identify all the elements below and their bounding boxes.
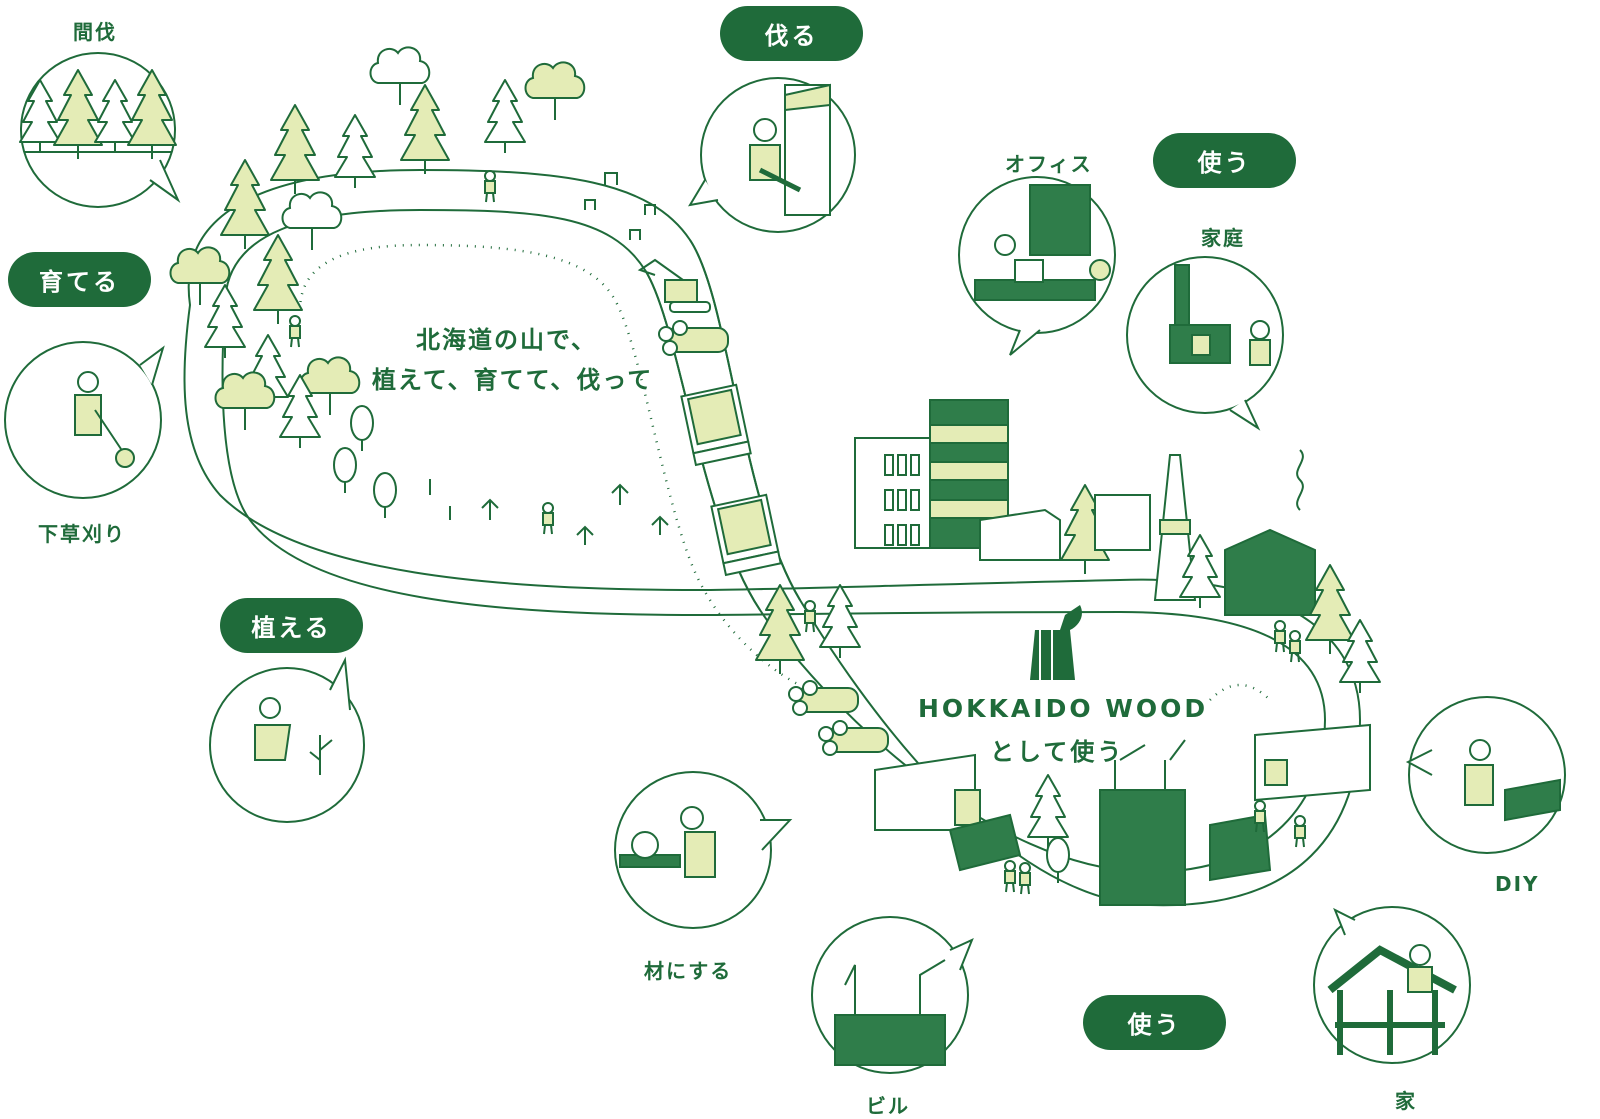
bubble-biru <box>811 916 974 1074</box>
bubble-kanbatsu <box>19 52 181 208</box>
label-katei: 家庭 <box>1201 226 1245 250</box>
label-zai: 材にする <box>644 959 733 983</box>
city-buildings <box>854 399 1381 694</box>
bubble-kiru <box>688 77 856 233</box>
bubbles <box>4 52 1566 1074</box>
pill-tsukau-bottom: 使う <box>1083 995 1226 1050</box>
brand-sub: として使う <box>990 738 1125 766</box>
bubble-ie <box>1313 906 1471 1064</box>
bubble-ueru <box>209 656 365 823</box>
forest-caption: 北海道の山で、 植えて、育てて、伐って <box>372 320 653 400</box>
forest-caption-line1: 北海道の山で、 <box>416 326 598 354</box>
label-shitakusa: 下草刈り <box>38 522 126 546</box>
label-kanbatsu: 間伐 <box>73 20 117 44</box>
lower-town <box>874 723 1371 906</box>
brand-name: HOKKAIDO WOOD <box>918 694 1209 723</box>
bubble-diy <box>1405 696 1566 854</box>
pill-sodateru: 育てる <box>8 252 151 307</box>
pill-tsukau-top: 使う <box>1153 133 1296 188</box>
pill-kiru: 伐る <box>720 6 863 61</box>
label-ie: 家 <box>1395 1089 1417 1113</box>
bubble-zai <box>614 771 793 929</box>
logging-machinery <box>637 258 889 756</box>
pill-ueru: 植える <box>220 598 363 653</box>
bubble-katei <box>1126 256 1284 431</box>
hokkaido-wood-logo-icon <box>1030 605 1082 680</box>
label-office: オフィス <box>1005 152 1093 176</box>
forest-trees <box>169 46 669 545</box>
bubble-office <box>958 176 1116 356</box>
bubble-shitakusa <box>4 341 165 499</box>
label-biru: ビル <box>866 1094 910 1118</box>
label-diy: DIY <box>1495 872 1540 896</box>
forest-caption-line2: 植えて、育てて、伐って <box>372 366 654 394</box>
